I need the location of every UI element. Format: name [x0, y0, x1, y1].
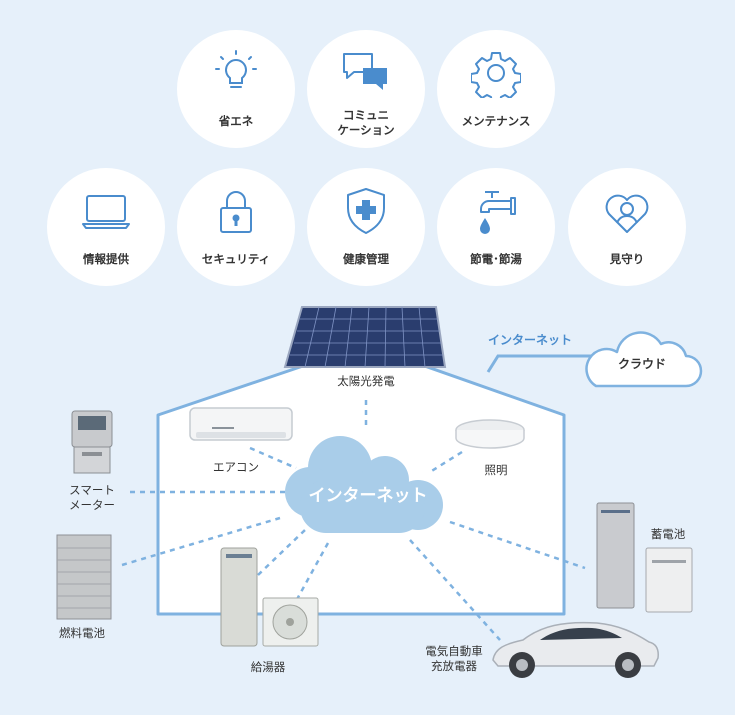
gear-icon	[471, 52, 521, 98]
battery-device	[596, 502, 693, 613]
chat-icon	[343, 53, 387, 90]
electric-car	[492, 621, 659, 678]
fuel-cell-device	[56, 534, 112, 620]
faucet-icon	[480, 191, 516, 234]
service-watching: 見守り	[568, 168, 686, 286]
connection-lines	[121, 400, 586, 641]
shield-cross-icon	[347, 188, 385, 234]
ceiling-light	[455, 419, 525, 449]
service-water-power-saving: 節電･節湯	[437, 168, 555, 286]
service-label: 省エネ	[218, 114, 254, 128]
service-label: 節電･節湯	[470, 252, 522, 266]
lightbulb-icon	[215, 50, 257, 88]
service-energy-saving: 省エネ	[177, 30, 295, 148]
service-label: セキュリティ	[201, 252, 271, 266]
service-information: 情報提供	[47, 168, 165, 286]
lighting-label: 照明	[484, 463, 508, 477]
service-label: 健康管理	[343, 252, 389, 266]
water-heater-device	[220, 547, 319, 647]
aircon-unit	[189, 407, 293, 441]
ev-charger-label: 電気自動車 充放電器	[425, 644, 483, 673]
service-maintenance: メンテナンス	[437, 30, 555, 148]
internet-label: インターネット	[308, 486, 428, 506]
service-label: メンテナンス	[461, 114, 531, 128]
service-security: セキュリティ	[177, 168, 295, 286]
service-health: 健康管理	[307, 168, 425, 286]
service-label: 見守り	[609, 252, 645, 266]
service-label: 情報提供	[83, 252, 129, 266]
service-label: コミュニ ケーション	[337, 108, 395, 137]
aircon-label: エアコン	[213, 460, 259, 474]
service-communication: コミュニ ケーション	[307, 30, 425, 148]
solar-label: 太陽光発電	[337, 374, 395, 388]
fuel-cell-label: 燃料電池	[59, 626, 105, 640]
heart-person-icon	[605, 194, 649, 233]
cloud-label: クラウド	[617, 357, 666, 371]
lock-icon	[220, 191, 252, 233]
cloud-shape	[585, 331, 703, 388]
solar-panel	[283, 306, 447, 368]
cloud-link-label: インターネット	[488, 333, 573, 347]
water-heater-label: 給湯器	[250, 660, 286, 674]
smart-meter-label: スマート メーター	[69, 483, 115, 512]
battery-label: 蓄電池	[650, 527, 686, 541]
internet-cloud	[285, 436, 443, 533]
laptop-icon	[82, 195, 130, 229]
cloud-link-line	[486, 354, 605, 373]
smart-meter-device	[71, 410, 113, 474]
